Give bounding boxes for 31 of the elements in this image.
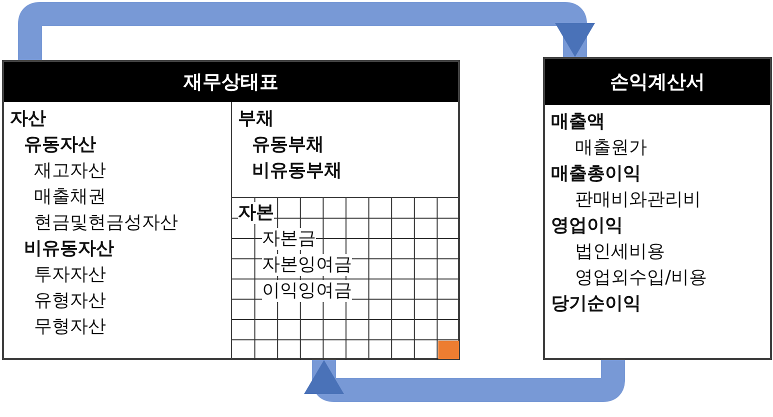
statement-panel [543,57,772,360]
section-heading: 자산 [10,107,46,131]
line-item: 유형자산 [34,289,106,313]
line-item: 판매비와관리비 [575,188,701,212]
line-item: 무형자산 [34,315,106,339]
section-heading: 매출액 [551,110,605,134]
line-item: 영업외수입/비용 [575,266,708,290]
line-item: 이익잉여금 [262,280,352,302]
section-heading: 자본 [238,202,274,224]
line-item: 법인세비용 [575,240,665,264]
panel-title: 손익계산서 [610,70,705,95]
subsection-heading: 비유동자산 [24,237,114,261]
section-heading: 영업이익 [551,214,623,238]
line-item: 매출채권 [34,185,106,209]
line-item: 자본잉여금 [262,254,352,276]
line-item: 매출원가 [575,136,647,160]
subsection-heading: 유동부채 [252,133,324,157]
arrow [304,360,625,402]
section-heading: 매출총이익 [551,162,641,186]
subsection-heading: 유동자산 [24,133,96,157]
line-item: 현금및현금성자산 [34,211,178,235]
line-item: 재고자산 [34,159,106,183]
grid-section [232,198,460,360]
panel-title: 재무상태표 [184,70,278,95]
line-item: 투자자산 [34,263,106,287]
section-heading: 부채 [238,107,274,131]
subsection-heading: 비유동부채 [252,159,342,183]
line-item: 자본금 [262,228,316,250]
section-heading: 당기순이익 [551,292,641,316]
arrow [18,2,595,60]
statement-panel [2,60,460,360]
